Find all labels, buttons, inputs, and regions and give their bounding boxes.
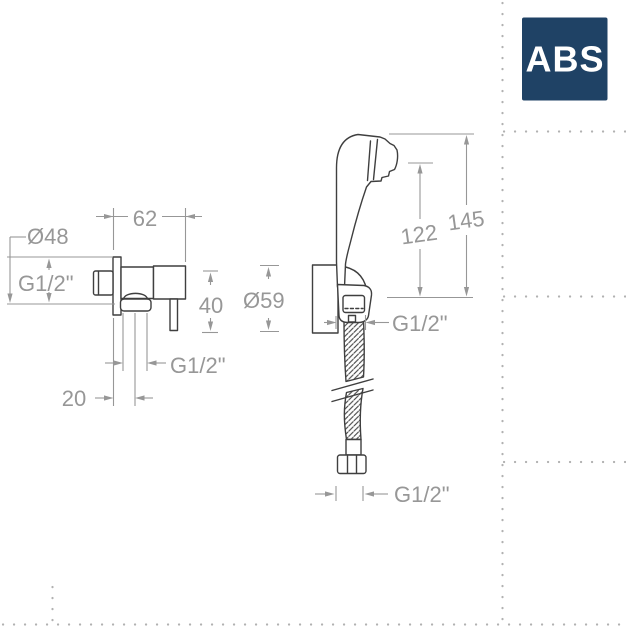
material-badge-background bbox=[522, 17, 608, 101]
dim-holder-diameter-label: Ø59 bbox=[243, 288, 285, 313]
material-badge: ABS bbox=[522, 17, 608, 101]
valve-spout-dome bbox=[122, 292, 149, 300]
dim-valve-flange-diameter-label: Ø48 bbox=[27, 224, 69, 249]
dim-valve-depth-lines bbox=[96, 208, 202, 262]
dimension-annotations bbox=[7, 133, 474, 501]
dim-height-to-hose-label: 122 bbox=[399, 220, 439, 250]
dimension-labels: 62 Ø48 G1/2" 40 G1/2" 20 Ø59 122 145 G1/… bbox=[18, 206, 486, 507]
dim-valve-inlet-thread-label: G1/2" bbox=[18, 271, 74, 296]
dim-holder-diameter-lines bbox=[260, 264, 279, 333]
dim-valve-outlet-height-label: 40 bbox=[199, 293, 223, 318]
dim-hose-end-thread-label: G1/2" bbox=[394, 482, 450, 507]
hose-ferrule bbox=[345, 438, 362, 456]
material-badge-label: ABS bbox=[525, 39, 604, 80]
dim-hose-connection-thread-label: G1/2" bbox=[392, 311, 448, 336]
dim-hose-connection-thread-lines bbox=[324, 315, 389, 330]
holder-cup-connector bbox=[342, 294, 366, 323]
dim-valve-offset-label: 20 bbox=[62, 386, 86, 411]
angle-valve-side-view bbox=[92, 256, 187, 332]
valve-spout-base bbox=[119, 298, 152, 312]
hose-lower-segment bbox=[343, 387, 364, 441]
hose-end-nut bbox=[336, 454, 367, 475]
dim-valve-flange-lines bbox=[7, 236, 26, 303]
dim-valve-outlet-thread-lines bbox=[105, 313, 166, 371]
product-drawing bbox=[92, 133, 399, 475]
dim-valve-outlet-thread-label: G1/2" bbox=[170, 353, 226, 378]
dim-valve-inlet-thread-lines bbox=[7, 256, 115, 305]
shower-face-lines bbox=[366, 138, 379, 182]
dim-total-height-lines bbox=[387, 133, 474, 299]
hand-shower-front-view bbox=[311, 133, 399, 475]
holder-wall-plate bbox=[311, 264, 339, 334]
dim-valve-outlet-height-lines bbox=[202, 270, 218, 334]
dim-total-height-label: 145 bbox=[446, 206, 486, 236]
dim-height-to-hose-lines bbox=[408, 162, 433, 297]
valve-cartridge-head bbox=[152, 265, 187, 300]
hose-upper-segment bbox=[343, 319, 365, 383]
dim-valve-offset-lines bbox=[95, 313, 153, 406]
dim-valve-depth-label: 62 bbox=[133, 206, 157, 231]
hand-shower-body bbox=[335, 133, 399, 288]
valve-outlet-stem bbox=[169, 298, 179, 332]
valve-inlet-nipple bbox=[92, 270, 114, 296]
dim-hose-end-thread-lines bbox=[315, 486, 388, 501]
